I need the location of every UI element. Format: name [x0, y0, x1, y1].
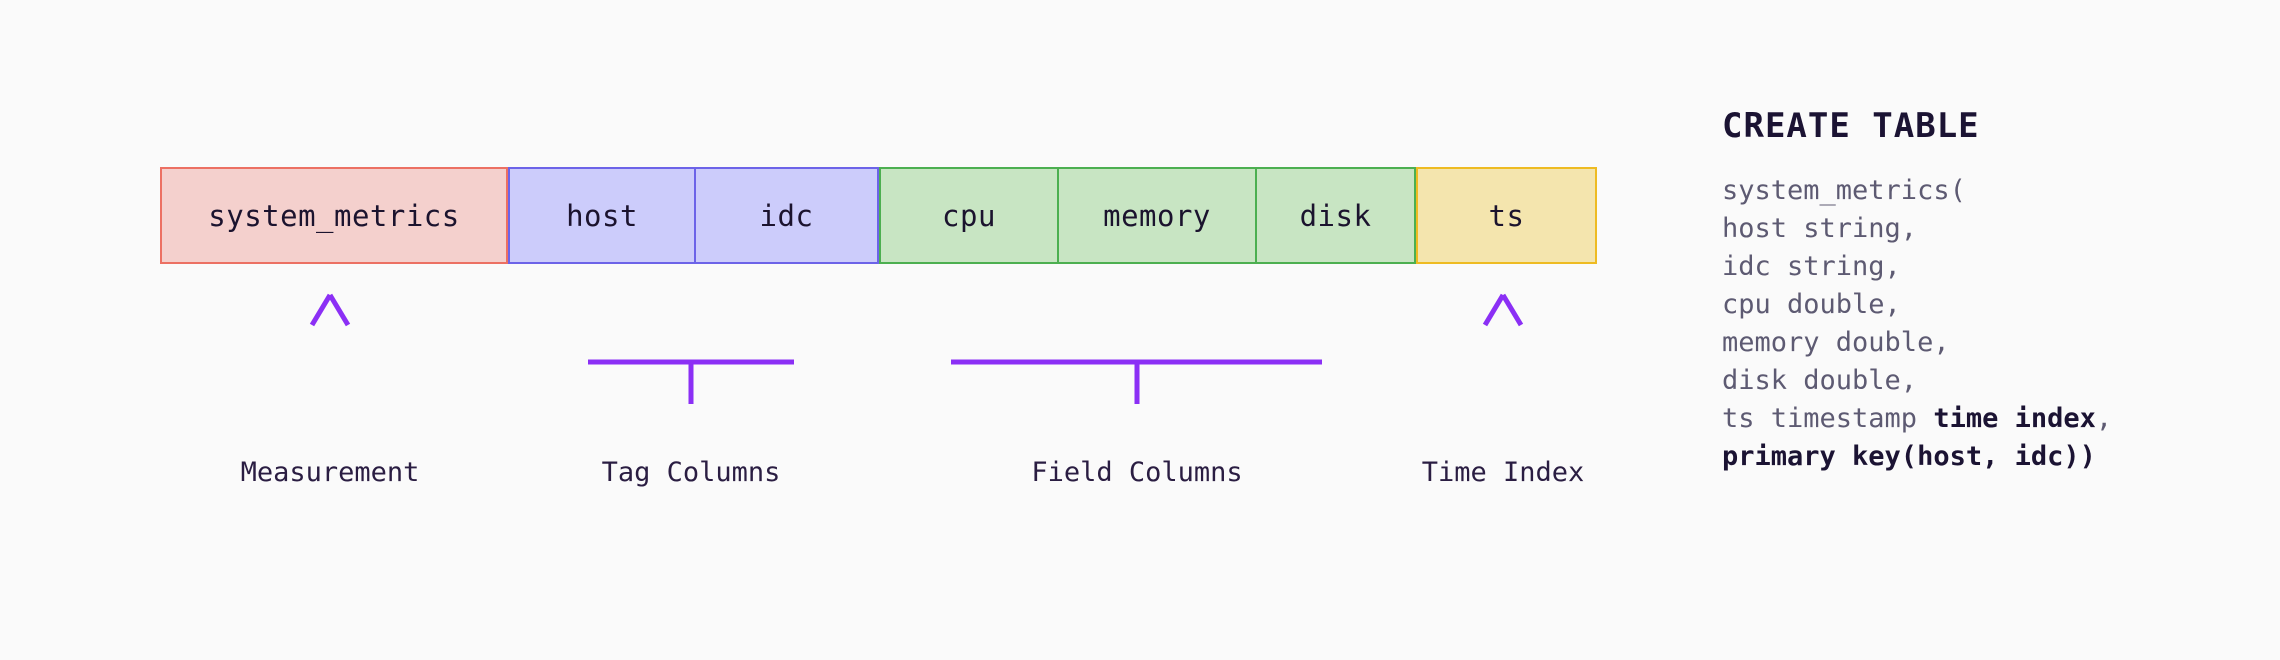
sql-token: disk double, [1722, 365, 1918, 396]
sql-token: idc string, [1722, 251, 1901, 282]
sql-token: cpu double, [1722, 289, 1901, 320]
column-box-memory[interactable]: memory [1058, 167, 1256, 264]
segment-time-index: ts [1416, 167, 1597, 264]
sql-statement-body: system_metrics( host string, idc string,… [1722, 172, 2112, 476]
segment-fields: cpu memory disk [879, 167, 1416, 264]
caption-measurement: Measurement [240, 457, 420, 488]
connector-bracket-fields [950, 300, 1323, 404]
segment-tags: host idc [508, 167, 879, 264]
caption-tag-columns: Tag Columns [601, 457, 781, 488]
column-box-disk[interactable]: disk [1256, 167, 1416, 264]
connector-arrow-measurement [309, 293, 351, 406]
column-box-host[interactable]: host [508, 167, 695, 264]
column-box-cpu[interactable]: cpu [879, 167, 1058, 264]
sql-token: memory double, [1722, 327, 1950, 358]
column-box-idc[interactable]: idc [695, 167, 879, 264]
sql-panel: CREATE TABLE system_metrics( host string… [1722, 106, 2112, 476]
sql-token: primary key(host, idc)) [1722, 441, 2096, 472]
sql-title: CREATE TABLE [1722, 106, 1980, 146]
schema-strip: system_metrics host idc cpu memory disk … [160, 167, 1597, 264]
sql-token: system_metrics( [1722, 175, 1966, 206]
column-box-system-metrics[interactable]: system_metrics [160, 167, 508, 264]
caption-time-index: Time Index [1421, 457, 1585, 488]
connector-arrow-time-index [1482, 293, 1524, 406]
caption-field-columns: Field Columns [1031, 457, 1243, 488]
sql-token: , [2095, 403, 2113, 434]
column-box-ts[interactable]: ts [1416, 167, 1597, 264]
connector-bracket-tags [587, 300, 795, 404]
segment-measurement: system_metrics [160, 167, 508, 264]
sql-token: time index [1933, 403, 2096, 434]
sql-token: host string, [1722, 213, 1918, 244]
sql-token: ts timestamp [1722, 403, 1934, 434]
